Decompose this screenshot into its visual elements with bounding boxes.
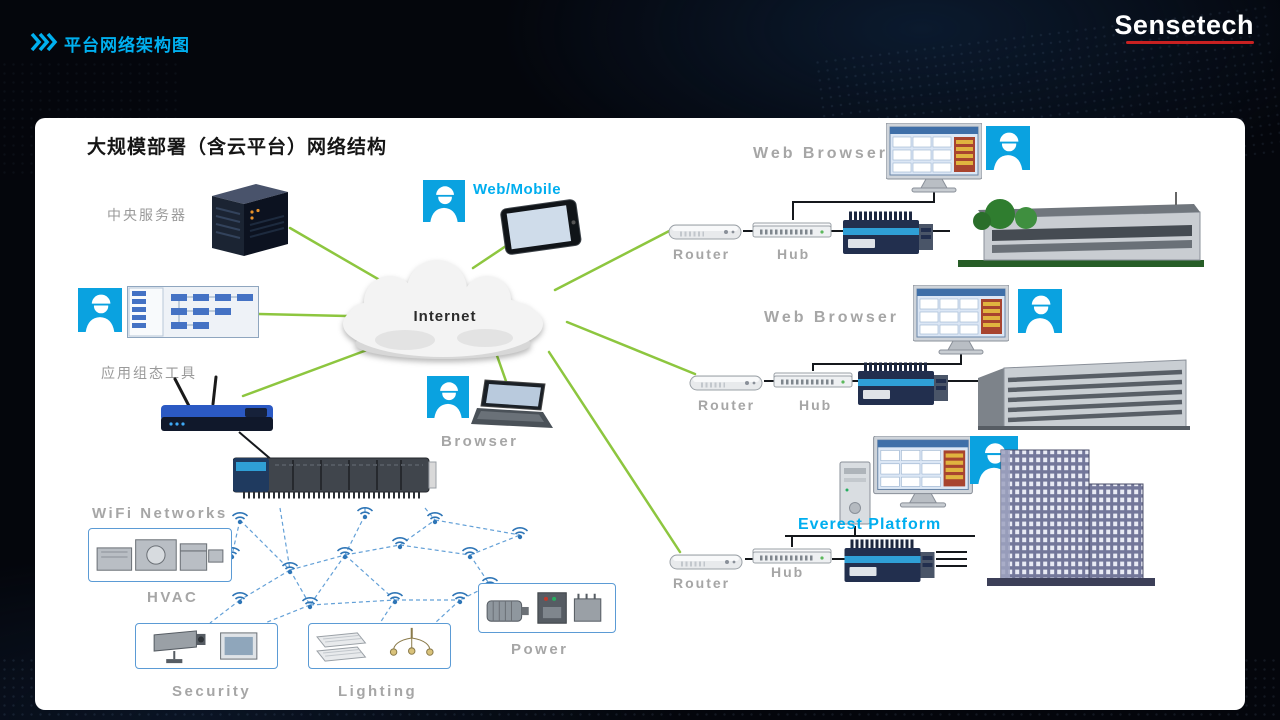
central-server-label: 中央服务器 <box>107 207 187 223</box>
lighting-group-box <box>308 623 451 669</box>
router-label-3: Router <box>673 575 731 591</box>
web-browser-monitor-icon <box>886 123 982 193</box>
laptop-icon <box>471 379 553 428</box>
logo: Sensetech <box>1114 10 1254 44</box>
logo-underline <box>1126 41 1254 44</box>
central-server-icon <box>212 184 288 256</box>
operator-icon <box>427 376 469 418</box>
hub-label-2: Hub <box>799 397 833 413</box>
router-label-1: Router <box>673 246 731 262</box>
internet-cloud: Internet <box>343 260 543 359</box>
router-label-2: Router <box>698 397 756 413</box>
hvac-equipment-icon <box>96 539 224 571</box>
router-icon-2 <box>689 369 764 393</box>
router-icon-3 <box>668 548 745 572</box>
hub-icon-2 <box>773 370 853 390</box>
operator-icon <box>423 180 465 222</box>
tablet-icon <box>500 199 582 255</box>
web-browser-label-1: Web Browser <box>753 145 888 162</box>
browser-label: Browser <box>441 433 519 450</box>
gateway-icon-3 <box>843 539 938 587</box>
web-browser-monitor-icon <box>873 436 973 508</box>
hub-label-3: Hub <box>771 564 805 580</box>
power-label: Power <box>511 641 569 658</box>
industrial-building-icon <box>958 192 1204 267</box>
black-cable-links <box>238 191 980 567</box>
internet-label: Internet <box>413 308 476 325</box>
office-building-icon <box>978 359 1190 430</box>
security-group-box <box>135 623 278 669</box>
wireless-router-icon <box>161 375 273 431</box>
hvac-label: HVAC <box>147 589 199 606</box>
page-title: 平台网络架构图 <box>64 36 190 55</box>
everest-platform-label: Everest Platform <box>798 516 942 533</box>
web-browser-label-2: Web Browser <box>764 309 899 326</box>
wifi-mesh-links <box>209 507 521 624</box>
diagram-title: 大规模部署（含云平台）网络结构 <box>87 137 388 158</box>
hub-icon-1 <box>752 220 832 240</box>
web-mobile-label: Web/Mobile <box>473 181 562 198</box>
diagram-panel: 大规模部署（含云平台）网络结构 中央服务器 应用组态工具 Web/Mobile <box>35 118 1245 710</box>
server-tower-icon <box>839 461 871 525</box>
lighting-fixtures-icon <box>316 627 434 662</box>
plc-rack-icon <box>233 457 437 499</box>
hub-label-1: Hub <box>777 246 811 262</box>
config-tool-label: 应用组态工具 <box>101 365 197 381</box>
logo-text: Sensetech <box>1114 10 1254 40</box>
hub-icon-3 <box>752 546 832 566</box>
power-group-box <box>478 583 616 633</box>
router-icon-1 <box>668 218 743 242</box>
slide-header: 平台网络架构图 Sensetech <box>30 10 1254 66</box>
security-label: Security <box>172 683 252 700</box>
security-camera-icon <box>153 630 258 664</box>
wifi-networks-label: WiFi Networks <box>92 505 228 522</box>
operator-icon <box>1018 289 1062 333</box>
gateway-icon-2 <box>858 362 950 410</box>
power-equipment-icon <box>486 592 602 624</box>
hvac-group-box <box>88 528 232 582</box>
highrise-building-icon <box>987 449 1155 586</box>
lighting-label: Lighting <box>338 683 418 700</box>
chevrons-icon <box>30 32 58 57</box>
config-tool-screenshot <box>127 286 259 338</box>
operator-icon <box>986 126 1030 170</box>
operator-icon <box>78 288 122 332</box>
gateway-icon-1 <box>843 211 935 259</box>
